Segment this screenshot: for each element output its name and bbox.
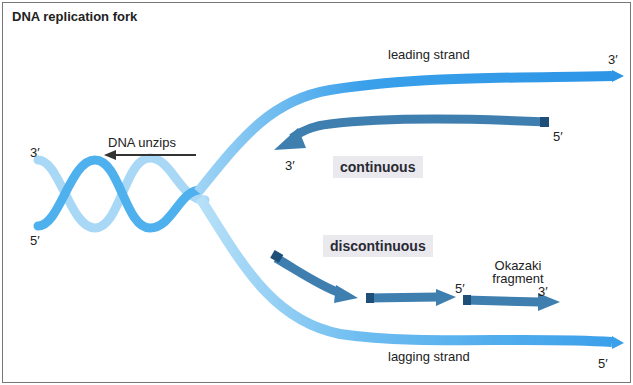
new-strand (292, 119, 548, 138)
direction-arrow (114, 154, 196, 156)
end-label: 5′ (455, 281, 465, 296)
diagram-title: DNA replication fork (12, 9, 137, 24)
helix-strand (38, 158, 205, 228)
arrowhead (104, 150, 116, 160)
end-label: 3′ (608, 52, 618, 67)
arrowhead (436, 289, 456, 306)
end-label: 5′ (30, 233, 40, 248)
helix-strand (38, 160, 200, 228)
okazaki-fragment (465, 300, 540, 302)
primer (366, 293, 374, 303)
strand-end (612, 70, 624, 82)
process-label-box: continuous (333, 156, 423, 178)
strand-label: leading strand (388, 47, 470, 62)
parental-strand (198, 76, 612, 192)
end-label: 3′ (538, 284, 548, 299)
primer (463, 295, 471, 305)
end-label: 3′ (285, 158, 295, 173)
end-label: 5′ (598, 356, 608, 371)
strand-label: lagging strand (388, 349, 470, 364)
fragment-label: Okazaki fragment (478, 259, 558, 285)
strand-end (612, 336, 624, 349)
direction-label: DNA unzips (108, 135, 176, 150)
end-label: 3′ (30, 145, 40, 160)
okazaki-fragment (276, 258, 340, 293)
primer (270, 250, 283, 263)
primer (540, 117, 549, 127)
end-label: 5′ (553, 129, 563, 144)
okazaki-fragment (368, 297, 438, 298)
frame (3, 3, 631, 383)
process-label-box: discontinuous (323, 235, 433, 257)
arrowhead (274, 128, 306, 150)
arrowhead (334, 285, 358, 303)
parental-strand (200, 198, 612, 342)
box-text: discontinuous (330, 238, 426, 254)
box-text: continuous (340, 159, 416, 175)
